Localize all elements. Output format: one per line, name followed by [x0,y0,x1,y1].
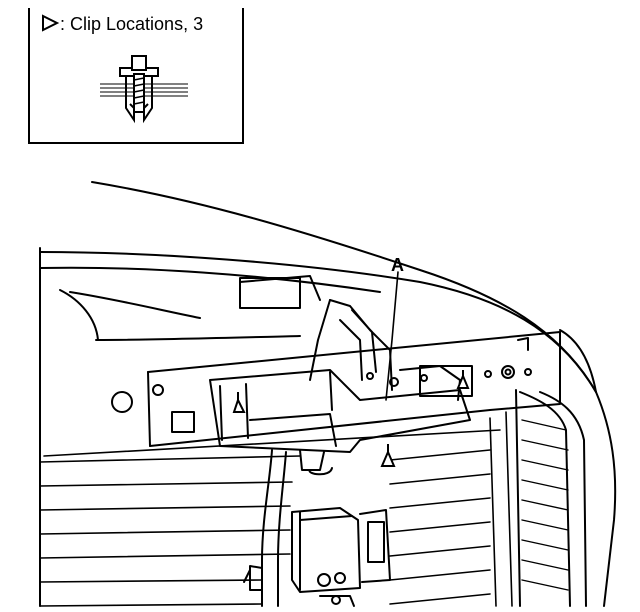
clip-marker-1 [232,397,246,413]
legend-box: : Clip Locations, 3 [28,8,244,144]
right-side-support [515,329,597,607]
clip-marker-3 [380,449,396,467]
fender-curves [59,289,301,341]
push-clip-icon [100,55,188,124]
callout-label-a: A [391,255,404,275]
hood-latch-assembly [209,275,473,476]
radiator-fins [39,411,513,607]
upper-crossmember [111,331,561,447]
triangle-outline-icon [42,14,60,32]
hood-outline [39,181,617,607]
legend-title-row: : Clip Locations, 3 [40,14,203,35]
callout-a-leader [385,271,399,401]
horn-module [291,507,391,607]
release-cable [243,449,287,607]
clip-marker-2 [456,373,470,389]
legend-title: : Clip Locations, 3 [60,14,204,34]
